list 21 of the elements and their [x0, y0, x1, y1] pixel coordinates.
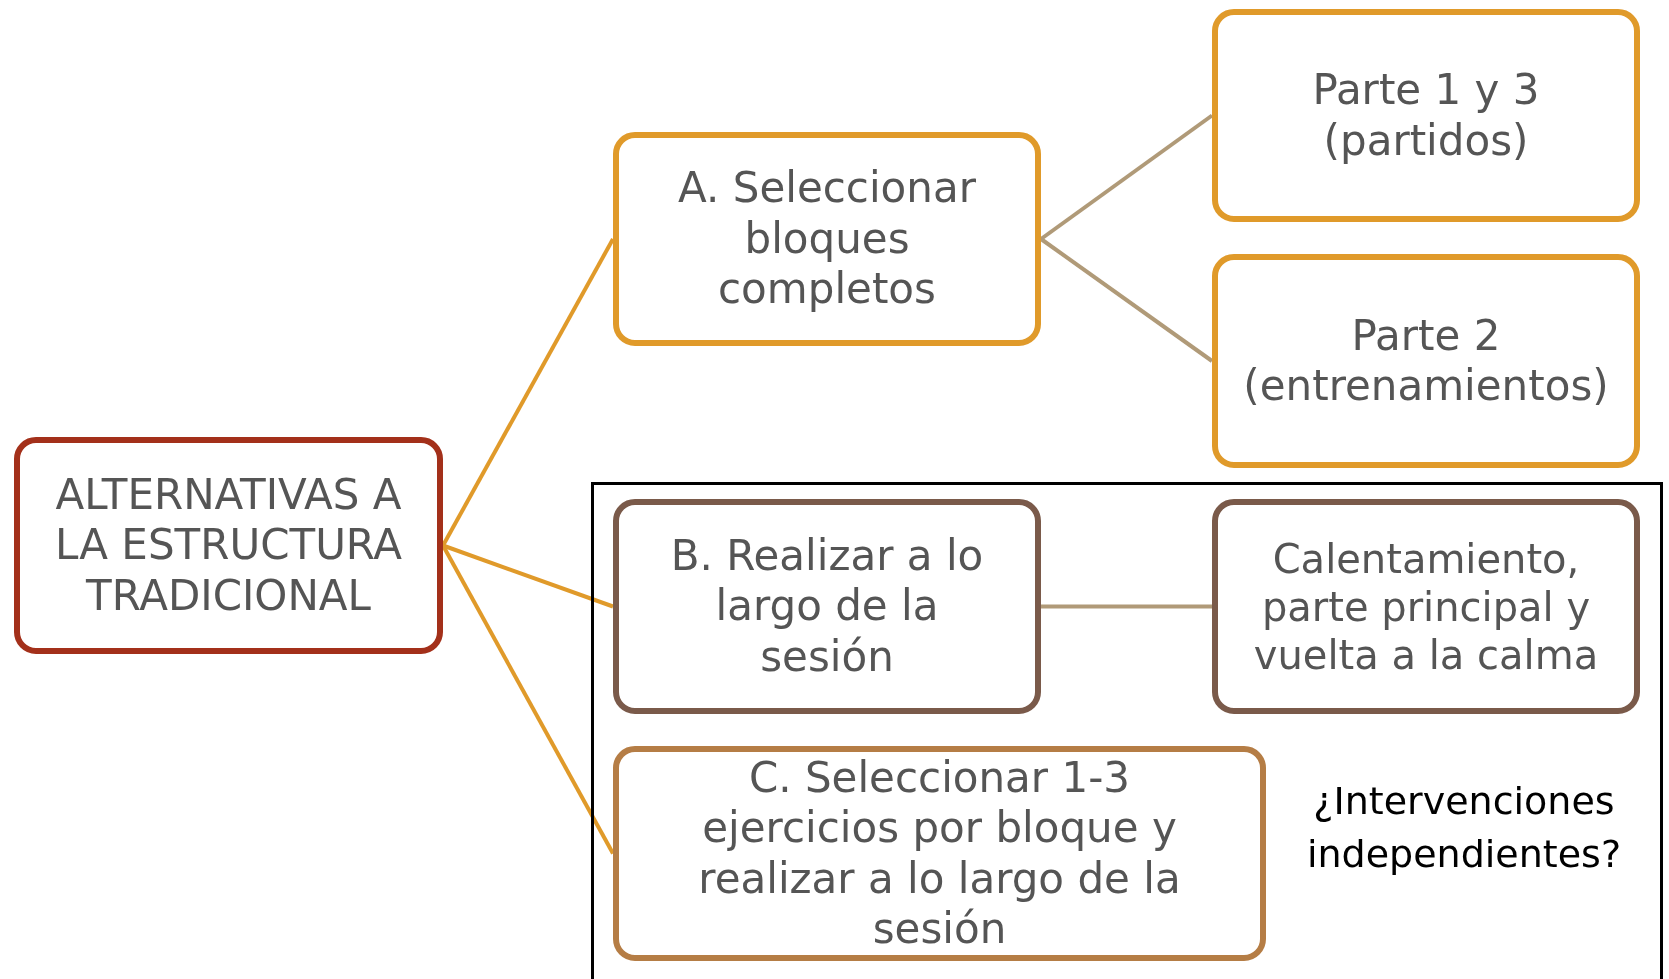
rounded-box: [1212, 9, 1640, 222]
connector-line: [1039, 237, 1214, 363]
connector-line: [1041, 604, 1212, 609]
box-label: A. Seleccionar bloques completos: [677, 163, 977, 315]
rounded-box: [613, 746, 1266, 961]
rounded-box: [1212, 499, 1640, 714]
box-label: Parte 2 (entrenamientos): [1243, 310, 1609, 412]
rounded-box: [14, 437, 443, 654]
box-label: Calentamiento, parte principal y vuelta a la calma: [1252, 534, 1600, 679]
connector-line: [441, 238, 615, 547]
question-note: ¿Intervenciones independientes?: [1305, 778, 1623, 879]
box-label: Parte 1 y 3 (partidos): [1311, 65, 1541, 166]
connector-line: [442, 543, 614, 609]
group-frame: [591, 482, 1663, 979]
box-label: C. Seleccionar 1-3 ejercicios por bloque y realizar a lo largo de la sesión: [697, 752, 1182, 955]
rounded-box: [1212, 254, 1640, 468]
box-label: ALTERNATIVAS A LA ESTRUCTURA TRADICIONAL: [53, 469, 404, 622]
rounded-box: [613, 132, 1041, 346]
connector-line: [1039, 113, 1214, 241]
rounded-box: [613, 499, 1041, 714]
box-label: B. Realizar a lo largo de la sesión: [669, 530, 985, 683]
